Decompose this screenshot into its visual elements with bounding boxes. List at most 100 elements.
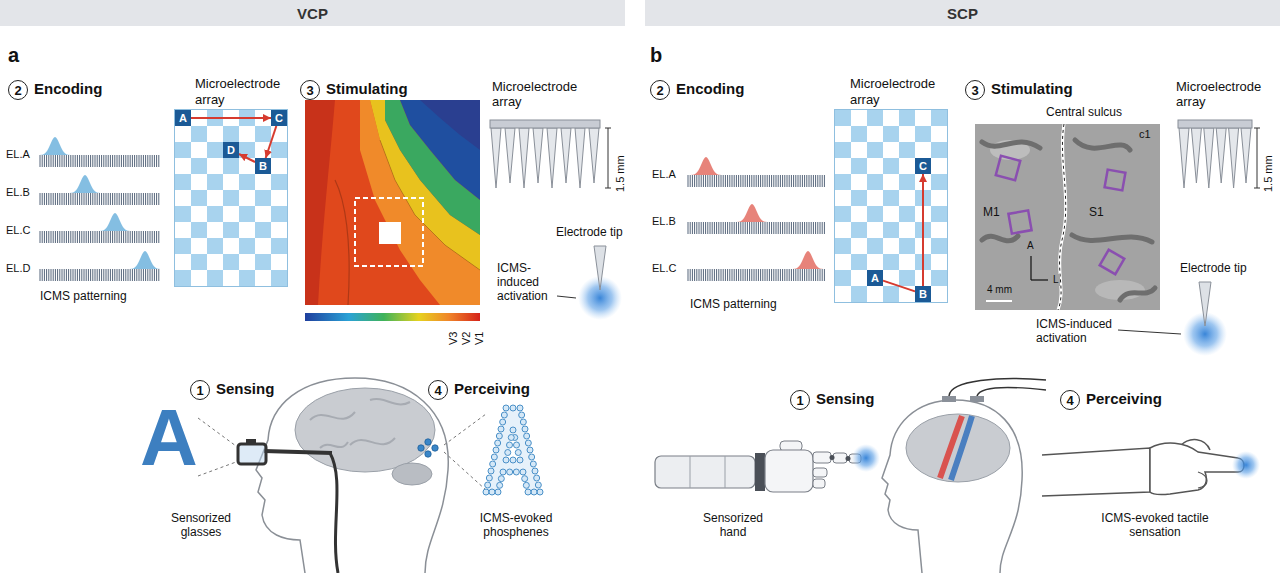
checker-cell bbox=[899, 142, 915, 158]
checker-cell bbox=[899, 222, 915, 238]
pulse-line bbox=[822, 175, 823, 187]
checker-cell bbox=[883, 222, 899, 238]
pulse-line bbox=[123, 269, 124, 281]
checker-cell bbox=[271, 254, 287, 270]
touch-glow bbox=[1232, 451, 1260, 479]
pulse-line bbox=[66, 155, 67, 167]
colorbar bbox=[305, 313, 480, 321]
dimension-tick bbox=[1254, 188, 1260, 189]
sequence-arrow bbox=[266, 126, 277, 158]
pulse-line bbox=[150, 155, 151, 167]
checker-cell bbox=[931, 142, 947, 158]
electrode-shank bbox=[589, 128, 599, 183]
pulse-line bbox=[84, 155, 85, 167]
checker-cell bbox=[851, 286, 867, 302]
checker-cell bbox=[207, 254, 223, 270]
pulse-line bbox=[694, 269, 695, 281]
pulse-line bbox=[795, 269, 796, 281]
phosphene bbox=[537, 489, 543, 495]
map-region bbox=[360, 100, 480, 305]
pulse-line bbox=[92, 231, 93, 243]
checker-cell bbox=[931, 286, 947, 302]
checker-cell bbox=[851, 238, 867, 254]
pulse-line bbox=[55, 193, 56, 205]
pulse-line bbox=[143, 231, 144, 243]
node-text: A bbox=[179, 113, 187, 124]
pulse-line bbox=[152, 269, 153, 281]
pulse-line bbox=[86, 231, 87, 243]
pulse-train bbox=[688, 204, 824, 234]
electrode-checkerboard bbox=[175, 110, 287, 286]
checker-cell bbox=[239, 174, 255, 190]
pulse-line bbox=[48, 193, 49, 205]
checker-cell bbox=[239, 126, 255, 142]
checker-cell bbox=[835, 190, 851, 206]
pulse-line bbox=[106, 193, 107, 205]
phosphene bbox=[489, 489, 495, 495]
head-outline bbox=[256, 378, 448, 573]
pulse-line bbox=[743, 222, 744, 234]
pulse-line bbox=[123, 193, 124, 205]
sight-line bbox=[198, 418, 236, 446]
checker-cell bbox=[191, 270, 207, 286]
step-label: Encoding bbox=[676, 80, 744, 97]
pulse-line bbox=[813, 175, 814, 187]
pulse-line bbox=[762, 175, 763, 187]
checker-cell bbox=[223, 174, 239, 190]
pulse-line bbox=[723, 175, 724, 187]
pulse-line bbox=[101, 269, 102, 281]
pulse-line bbox=[727, 269, 728, 281]
pulse-line bbox=[710, 222, 711, 234]
pulse-line bbox=[130, 193, 131, 205]
pulse-line bbox=[90, 193, 91, 205]
pulse-line bbox=[66, 269, 67, 281]
pulse-line bbox=[99, 231, 100, 243]
checker-cell bbox=[883, 158, 899, 174]
phosphene bbox=[490, 461, 496, 467]
pulse-line bbox=[59, 231, 60, 243]
pulse-line bbox=[778, 222, 779, 234]
pulse-line bbox=[95, 269, 96, 281]
phosphene bbox=[493, 447, 499, 453]
pulse-line bbox=[130, 155, 131, 167]
pulse-line bbox=[778, 269, 779, 281]
pulse-line bbox=[771, 269, 772, 281]
checker-cell bbox=[835, 222, 851, 238]
pulse-line bbox=[46, 231, 47, 243]
pulse-line bbox=[749, 175, 750, 187]
pulse-line bbox=[150, 269, 151, 281]
pulse-line bbox=[128, 269, 129, 281]
checker-cell bbox=[915, 142, 931, 158]
checker-cell bbox=[191, 206, 207, 222]
step-number: 2 bbox=[8, 80, 28, 100]
pulse-line bbox=[95, 193, 96, 205]
pulse-line bbox=[784, 222, 785, 234]
pulse-line bbox=[62, 269, 63, 281]
checker-cell bbox=[223, 126, 239, 142]
pulse-line bbox=[154, 193, 155, 205]
cable bbox=[949, 379, 1046, 396]
pulse-line bbox=[740, 175, 741, 187]
pulse-line bbox=[714, 175, 715, 187]
checker-cell bbox=[255, 206, 271, 222]
pulse-line bbox=[101, 193, 102, 205]
percept-line bbox=[444, 452, 486, 490]
pulse-line bbox=[128, 155, 129, 167]
pulse-line bbox=[75, 231, 76, 243]
pulse-line bbox=[130, 269, 131, 281]
map-contour bbox=[335, 180, 349, 305]
pulse-line bbox=[721, 222, 722, 234]
pulse-line bbox=[97, 231, 98, 243]
checker-cell bbox=[271, 174, 287, 190]
pulse-line bbox=[809, 269, 810, 281]
pulse-line bbox=[40, 269, 41, 281]
checker-cell bbox=[899, 270, 915, 286]
phosphene bbox=[488, 468, 494, 474]
pulse-line bbox=[707, 222, 708, 234]
pulse-line bbox=[125, 193, 126, 205]
pulse-line bbox=[110, 193, 111, 205]
pulse-line bbox=[817, 269, 818, 281]
step-label: Perceiving bbox=[1086, 390, 1162, 407]
pulse-line bbox=[84, 231, 85, 243]
